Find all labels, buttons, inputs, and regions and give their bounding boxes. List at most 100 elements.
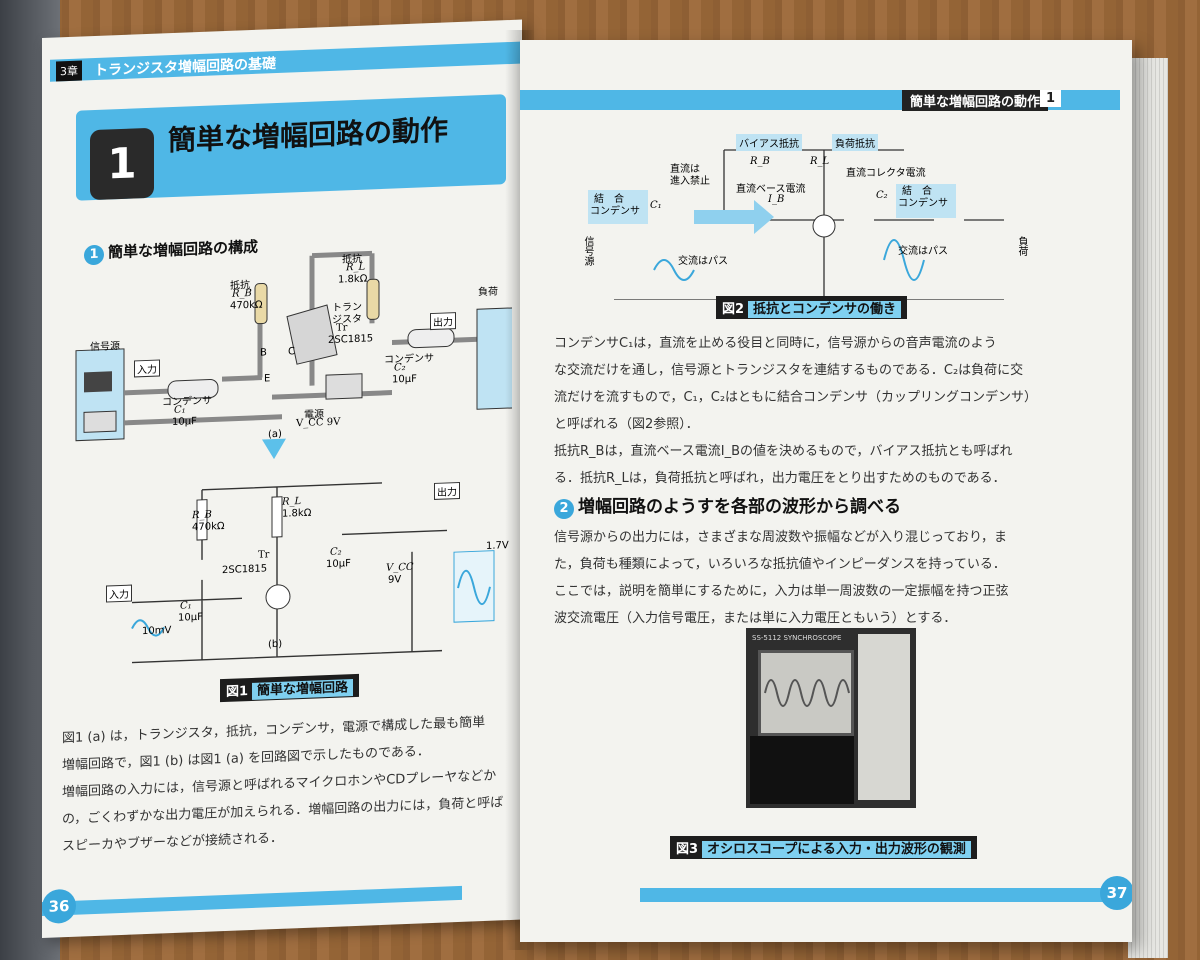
- fig2-label-signal-source: 信号源: [582, 236, 593, 266]
- fig1b-label-c1: C₁: [180, 600, 192, 612]
- right-paragraph-line: と呼ばれる（図2参照）．: [554, 417, 699, 432]
- fig1a-label-load: 負荷: [478, 286, 498, 299]
- figure-2-caption-text: 抵抗とコンデンサの働き: [748, 301, 902, 318]
- fig2-label-c1: C₁: [650, 200, 662, 211]
- fig1b-label-rb-value: 470kΩ: [192, 520, 225, 534]
- fig2-label-dc-is: 直流は: [670, 164, 700, 175]
- fig1a-label-tr-part: 2SC1815: [328, 333, 374, 347]
- fig1b-label-input: 入力: [106, 584, 132, 603]
- figure-1-caption-num: 図1: [226, 684, 249, 700]
- oscilloscope-brand-label: SS-5112 SYNCHROSCOPE: [752, 634, 842, 642]
- right-paragraph-line: ここでは，説明を簡単にするために，入力は単一周波数の一定振幅を持つ正弦: [554, 584, 1009, 599]
- fig1a-label-tr: Tr: [336, 322, 348, 334]
- right-paragraph-line: 抵抗R_Bは，直流ベース電流I_Bの値を決めるもので，バイアス抵抗とも呼ばれ: [554, 444, 1013, 459]
- microphone-icon: [84, 371, 112, 393]
- fig2-label-no-entry: 進入禁止: [670, 176, 710, 187]
- down-arrow-icon: [262, 438, 286, 460]
- fig1a-label-c: C: [288, 346, 295, 358]
- right-paragraph-line: 流だけを流すもので，C₁，C₂はともに結合コンデンサ（カップリングコンデンサ）: [554, 390, 1038, 405]
- figure-1-caption-text: 簡単な増幅回路: [252, 679, 354, 700]
- figure-1a-circuit: [75, 250, 512, 442]
- fig1b-label-rl: R_L: [282, 496, 302, 508]
- fig1a-label-b: B: [260, 347, 267, 359]
- footer-bar-right: [640, 888, 1120, 902]
- fig1b-label-b: (b): [268, 638, 283, 651]
- fig1b-label-c2-value: 10μF: [326, 558, 351, 571]
- fig2-label-ac-pass-1: 交流はパス: [678, 256, 728, 267]
- figure-2-caption-num: 図2: [722, 302, 745, 317]
- left-body-text: 図1 (a) は，トランジスタ，抵抗，コンデンサ，電源で構成した最も簡単 増幅回…: [62, 707, 522, 860]
- fig1b-label-rl-value: 1.8kΩ: [282, 507, 312, 520]
- fig1b-label-vcc-value: 9V: [388, 574, 402, 586]
- fig2-label-c2: C₂: [876, 190, 888, 201]
- fig1a-label-output: 出力: [430, 312, 456, 331]
- fig1a-label-rl-value: 1.8kΩ: [338, 273, 368, 286]
- fig1a-label-e: E: [264, 373, 271, 385]
- left-page-number: 36: [42, 888, 76, 924]
- fig2-label-coupling-1: 結 合: [594, 194, 624, 205]
- fig2-label-ib: I_B: [768, 194, 785, 205]
- fig1b-label-tr: Tr: [258, 549, 270, 561]
- oscilloscope-lower-unit: [750, 736, 854, 804]
- right-paragraph-line: た，負荷も種類によって，いろいろな抵抗値やインピーダンスを持っている．: [554, 557, 1006, 572]
- section-number: 1: [90, 127, 154, 201]
- fig2-label-load-resistor: 負荷抵抗: [832, 134, 878, 151]
- fig1a-label-capacitor-2: コンデンサ: [384, 352, 434, 366]
- running-head: 簡単な増幅回路の動作: [902, 90, 1049, 111]
- fig2-label-rl: R_L: [810, 156, 830, 167]
- right-body-text-2: 信号源からの出力には，さまざまな周波数や振幅などが入り混じっており，ま た，負荷…: [554, 524, 1114, 632]
- fig1a-label-rl: R_L: [346, 261, 366, 274]
- footer-bar: [42, 885, 462, 916]
- oscilloscope-control-panel: [858, 634, 910, 800]
- fig1a-label-signal-source: 信号源: [90, 341, 120, 354]
- right-page-number: 37: [1100, 876, 1132, 910]
- fig2-label-rb: R_B: [750, 156, 770, 167]
- right-body-text-1: コンデンサC₁は，直流を止める役目と同時に，信号源からの音声電流のよう な交流だ…: [554, 330, 1114, 492]
- fig1b-label-input-amplitude: 10mV: [142, 625, 172, 638]
- fig2-label-capacitor-2: コンデンサ: [898, 198, 948, 209]
- fig1a-label-input: 入力: [134, 359, 160, 378]
- right-paragraph-line: 波交流電圧（入力信号電圧，または単に入力電圧ともいう）とする．: [554, 611, 957, 626]
- right-paragraph-line: る．抵抗R_Lは，負荷抵抗と呼ばれ，出力電圧をとり出すためのものである．: [554, 471, 1006, 486]
- page-stack-edge: [1128, 58, 1168, 958]
- oscilloscope-screen: [758, 650, 854, 736]
- subsection-2-title: 増幅回路のようすを各部の波形から調べる: [578, 497, 901, 517]
- fig1b-label-tr-part: 2SC1815: [222, 563, 268, 577]
- oscilloscope-photo: SS-5112 SYNCHROSCOPE: [746, 628, 916, 808]
- figure-1b-schematic: [131, 482, 495, 664]
- fig2-label-bias-resistor: バイアス抵抗: [736, 134, 802, 151]
- fig1a-label-capacitor: コンデンサ: [162, 395, 212, 409]
- running-head-num: 1: [1040, 90, 1062, 107]
- fig1a-label-rb-value: 470kΩ: [230, 299, 263, 312]
- fig1b-label-rb: R_B: [192, 509, 212, 522]
- right-page: 簡単な増幅回路の動作 1 バイアス抵抗 負荷抵抗 直流は 進入禁止 R_B R_…: [520, 40, 1132, 942]
- fig1a-label-c2: C₂: [394, 362, 406, 374]
- right-paragraph-line: コンデンサC₁は，直流を止める役目と同時に，信号源からの音声電流のよう: [554, 336, 997, 351]
- subsection-2-number: 2: [554, 499, 574, 519]
- chapter-badge: 3章: [56, 60, 82, 82]
- fig1a-label-rb: R_B: [232, 287, 252, 300]
- fig2-label-capacitor-1: コンデンサ: [590, 206, 640, 217]
- fig2-label-dc-base-current: 直流ベース電流: [736, 184, 806, 195]
- fig1b-label-c1-value: 10μF: [178, 611, 203, 624]
- cd-player-icon: [83, 410, 117, 433]
- fig1b-label-vcc: V_CC: [386, 561, 414, 574]
- fig1a-label-c2-value: 10μF: [392, 373, 417, 386]
- fig1b-label-c2: C₂: [330, 546, 342, 558]
- fig2-label-ac-pass-2: 交流はパス: [898, 246, 948, 257]
- fig1a-label-c1: C₁: [174, 404, 186, 416]
- figure-3-caption-text: オシロスコープによる入力・出力波形の観測: [702, 841, 971, 858]
- figure-3-caption-num: 図3: [676, 842, 699, 857]
- fig1b-label-output: 出力: [434, 481, 460, 500]
- fig2-label-coupling-2: 結 合: [902, 186, 932, 197]
- waveform-display: [764, 679, 850, 707]
- right-paragraph-line: な交流だけを通し，信号源とトランジスタを連結するものである．C₂は負荷に交: [554, 363, 1024, 378]
- fig1a-label-vcc: V_CC 9V: [296, 416, 341, 430]
- fig2-label-dc-collector-current: 直流コレクタ電流: [846, 168, 926, 179]
